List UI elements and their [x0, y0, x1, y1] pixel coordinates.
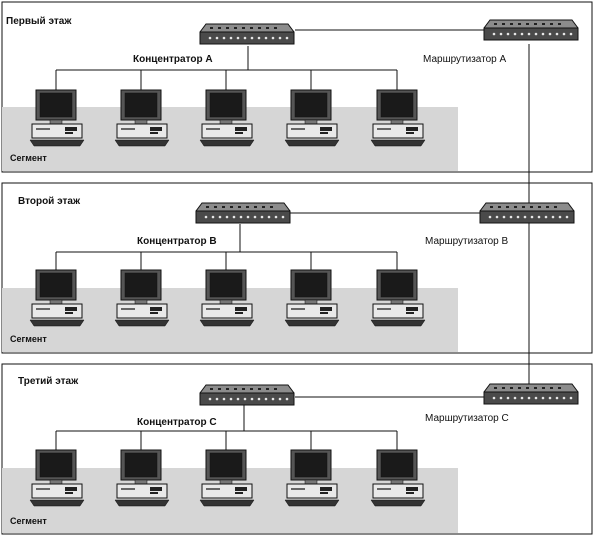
- computer-b2: [114, 269, 170, 327]
- floor-3-title: Третий этаж: [18, 376, 79, 387]
- computer-c2: [114, 449, 170, 507]
- hub-a-label: Концентратор A: [133, 54, 213, 65]
- floor-1-segment-label: Сегмент: [10, 153, 47, 163]
- computer-b3: [199, 269, 255, 327]
- router-c: [483, 383, 579, 405]
- computer-a3: [199, 89, 255, 147]
- floor-1-title: Первый этаж: [6, 16, 72, 27]
- computer-c4: [284, 449, 340, 507]
- hub-c-label: Концентратор C: [137, 417, 217, 428]
- computer-c3: [199, 449, 255, 507]
- hub-b: [195, 202, 291, 224]
- floor-3-wiring: [55, 396, 488, 450]
- floor-2-panel: Второй этаж Сегмент Концентратор B Маршр…: [1, 182, 593, 354]
- router-c-label: Маршрутизатор C: [425, 413, 509, 424]
- router-a: [483, 19, 579, 41]
- computer-b5: [370, 269, 426, 327]
- computer-a4: [284, 89, 340, 147]
- computer-a2: [114, 89, 170, 147]
- router-b: [479, 202, 575, 224]
- floor-2-wiring: [55, 212, 484, 270]
- floor-1-wiring: [55, 29, 488, 90]
- computer-b1: [29, 269, 85, 327]
- floor-2-segment-label: Сегмент: [10, 334, 47, 344]
- floor-3-segment-label: Сегмент: [10, 516, 47, 526]
- floor-3-panel: Третий этаж Сегмент Концентратор C Маршр…: [1, 363, 593, 535]
- computer-a1: [29, 89, 85, 147]
- computer-a5: [370, 89, 426, 147]
- hub-b-label: Концентратор B: [137, 236, 217, 247]
- computer-c1: [29, 449, 85, 507]
- hub-a: [199, 23, 295, 45]
- hub-c: [199, 384, 295, 406]
- router-b-label: Маршрутизатор B: [425, 236, 508, 247]
- floor-2-title: Второй этаж: [18, 196, 81, 207]
- router-a-label: Маршрутизатор A: [423, 54, 506, 65]
- computer-b4: [284, 269, 340, 327]
- computer-c5: [370, 449, 426, 507]
- floor-1-panel: Первый этаж Сегмент Концентратор A Маршр…: [1, 1, 593, 173]
